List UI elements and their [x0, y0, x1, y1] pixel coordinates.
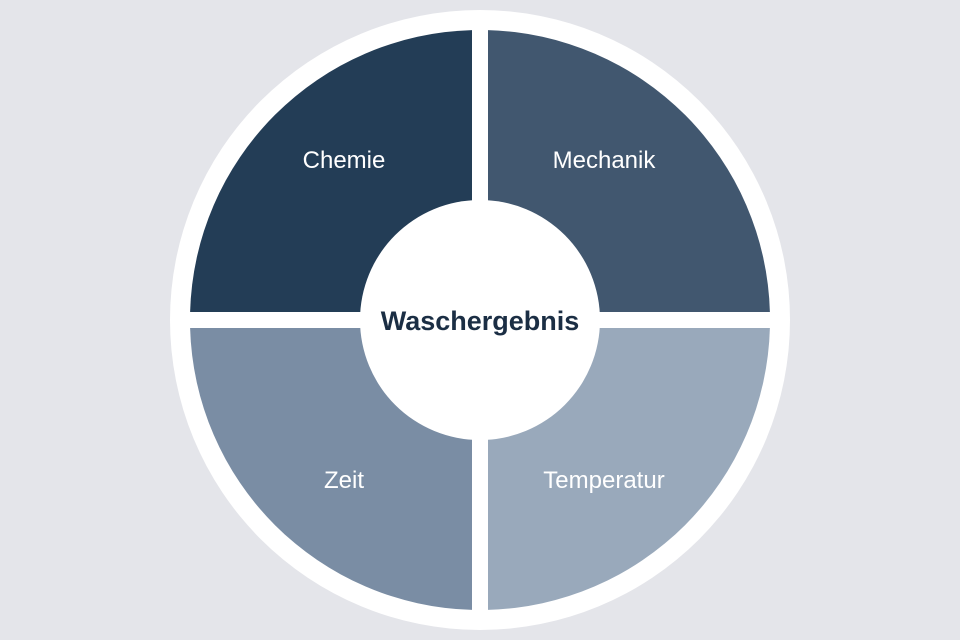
quadrant-label-chemie: Chemie	[303, 147, 386, 174]
center-circle	[360, 200, 600, 440]
quadrant-label-mechanik: Mechanik	[553, 147, 657, 174]
quadrant-label-temperatur: Temperatur	[543, 467, 664, 494]
center-label: Waschergebnis	[381, 306, 580, 336]
quadrant-label-zeit: Zeit	[324, 467, 364, 494]
